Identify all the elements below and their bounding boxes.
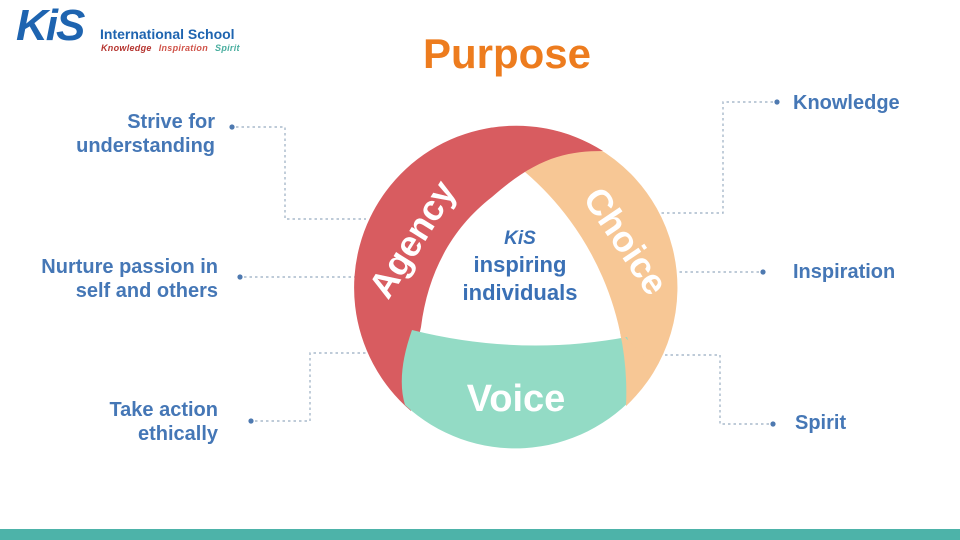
connector-dot-strive — [229, 124, 235, 130]
logo-tagline: Knowledge Inspiration Spirit — [101, 43, 247, 53]
choice-segment — [525, 131, 678, 406]
logo-school-name: International School — [100, 26, 235, 42]
label-spirit: Spirit — [795, 412, 847, 434]
center-brand: KiS — [504, 228, 536, 249]
connector-dot-spirit — [770, 421, 776, 427]
label-nurture-passion: Nurture passion in self and others — [0, 255, 218, 303]
label-inspiration: Inspiration — [793, 261, 896, 283]
footer-accent-bar — [0, 529, 960, 540]
label-line: Take action — [109, 399, 218, 421]
connector-take-action — [255, 352, 367, 422]
page-title: Purpose — [422, 30, 592, 77]
connector-knowledge — [661, 101, 773, 214]
logo-tagline-knowledge: Knowledge — [101, 43, 152, 53]
connector-lines — [229, 99, 780, 427]
connector-dot-take-action — [248, 418, 254, 424]
label-knowledge: Knowledge — [793, 92, 900, 114]
label-line: ethically — [137, 423, 218, 445]
logo-kis-mark: KiS — [16, 1, 85, 50]
label-line: understanding — [76, 135, 215, 157]
label-strive-for-understanding: Strive for understanding — [0, 110, 215, 158]
connector-dot-nurture — [237, 274, 243, 280]
center-line-1: inspiring — [473, 251, 567, 277]
school-logo: KiS International School Knowledge Inspir… — [16, 4, 276, 68]
connector-dot-knowledge — [774, 99, 780, 105]
voice-segment — [401, 330, 639, 449]
connector-strive — [236, 126, 366, 220]
center-line-2: individuals — [462, 279, 578, 305]
label-line: Strive for — [127, 111, 215, 133]
ring-segments — [354, 125, 678, 449]
label-line: self and others — [75, 280, 218, 302]
choice-segment-tail — [620, 332, 655, 406]
label-line: Nurture passion in — [41, 256, 218, 278]
label-take-action-ethically: Take action ethically — [0, 398, 218, 446]
connector-dot-inspiration — [760, 269, 766, 275]
connector-spirit — [663, 354, 769, 425]
voice-label: Voice — [467, 378, 566, 420]
logo-tagline-spirit: Spirit — [215, 43, 240, 53]
diagram-center-text: KiS inspiring individuals — [420, 228, 620, 307]
logo-tagline-inspiration: Inspiration — [158, 43, 209, 53]
